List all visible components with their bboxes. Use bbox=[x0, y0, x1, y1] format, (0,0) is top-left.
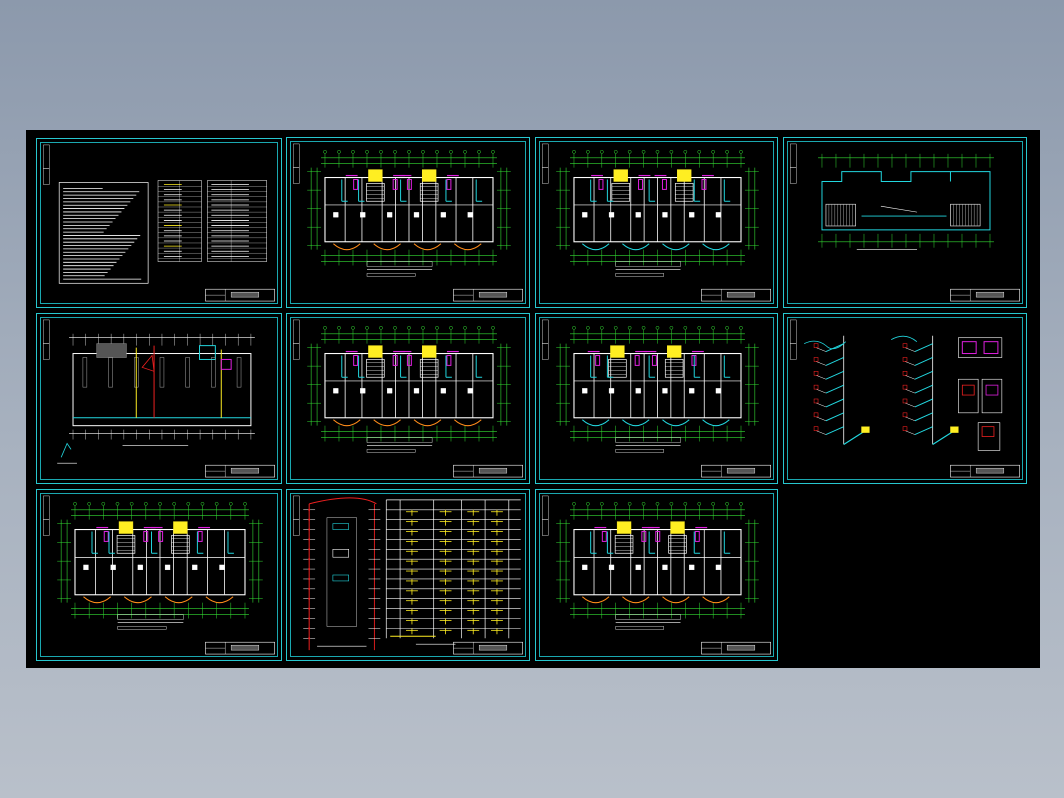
sheet-riser-diagram[interactable] bbox=[286, 489, 530, 661]
notes-drawing bbox=[43, 144, 275, 302]
sheet-floor-plan-6[interactable] bbox=[535, 489, 778, 661]
floor-plan-drawing bbox=[542, 495, 771, 655]
floor-plan-drawing bbox=[542, 143, 771, 302]
sheet-floor-plan-1[interactable] bbox=[286, 137, 530, 308]
sheet-floor-plan-2[interactable] bbox=[535, 137, 778, 308]
floor-plan-drawing bbox=[43, 495, 275, 655]
basement-plan-drawing bbox=[43, 319, 275, 478]
drawing-canvas[interactable] bbox=[26, 130, 1040, 668]
sheet-basement-plan[interactable] bbox=[36, 313, 282, 484]
sheet-isometric[interactable] bbox=[783, 313, 1027, 484]
sheet-design-notes[interactable] bbox=[36, 138, 282, 308]
sheet-roof-plan[interactable] bbox=[783, 137, 1027, 308]
floor-plan-drawing bbox=[542, 319, 771, 478]
isometric-drawing bbox=[790, 319, 1020, 478]
sheet-floor-plan-3[interactable] bbox=[286, 313, 530, 484]
sheet-floor-plan-4[interactable] bbox=[535, 313, 778, 484]
floor-plan-drawing bbox=[293, 143, 523, 302]
riser-diagram-drawing bbox=[293, 495, 523, 655]
roof-plan-drawing bbox=[790, 143, 1020, 302]
floor-plan-drawing bbox=[293, 319, 523, 478]
sheet-floor-plan-5[interactable] bbox=[36, 489, 282, 661]
